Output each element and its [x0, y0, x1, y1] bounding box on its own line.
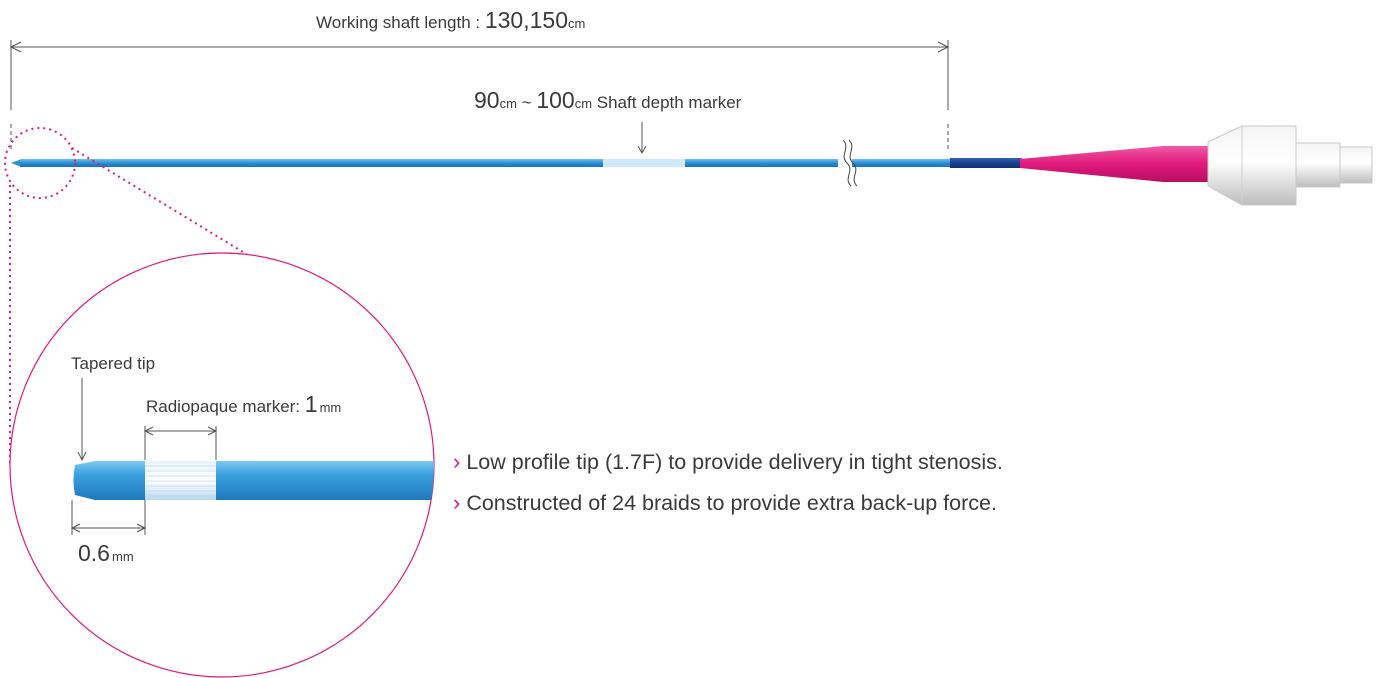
depth-marker-text: Shaft depth marker [592, 93, 742, 112]
strain-relief [950, 158, 1022, 168]
feature-text: Low profile tip (1.7F) to provide delive… [466, 450, 1003, 474]
depth-end-value: 100 [536, 87, 575, 113]
chevron-right-icon: › [453, 449, 461, 474]
break-symbol [842, 139, 852, 187]
tip-length-value: 0.6 [78, 540, 110, 566]
tip-length-unit: mm [111, 549, 134, 564]
depth-start-unit: cm [499, 96, 517, 111]
radiopaque-text: Radiopaque marker: [146, 397, 305, 416]
shaft-length-unit: cm [567, 16, 586, 31]
shaft-length-text: Working shaft length : [316, 13, 485, 32]
hub-connector [1020, 125, 1373, 206]
tip-zoom-circle [9, 252, 435, 678]
catheter-shaft [11, 139, 1022, 187]
radiopaque-value: 1 [304, 391, 318, 417]
depth-separator: ~ [516, 93, 537, 112]
shaft-length-dimension [9, 40, 950, 150]
feature-text: Constructed of 24 braids to provide extr… [466, 491, 997, 515]
shaft-length-label: Working shaft length : 130,150cm [316, 9, 585, 32]
depth-end-unit: cm [574, 96, 593, 111]
shaft-length-values: 130,150 [484, 7, 568, 33]
feature-item: ›Constructed of 24 braids to provide ext… [453, 492, 997, 515]
depth-start-value: 90 [474, 87, 500, 113]
radiopaque-marker-band [145, 461, 216, 500]
feature-item: ›Low profile tip (1.7F) to provide deliv… [453, 451, 1003, 474]
tapered-tip-label: Tapered tip [71, 354, 156, 373]
radiopaque-unit: mm [319, 400, 342, 415]
shaft-depth-marker-band [603, 159, 685, 167]
depth-marker-label: 90cm ~ 100cm Shaft depth marker [474, 89, 741, 112]
depth-marker-arrow [637, 122, 647, 155]
chevron-right-icon: › [453, 490, 461, 515]
